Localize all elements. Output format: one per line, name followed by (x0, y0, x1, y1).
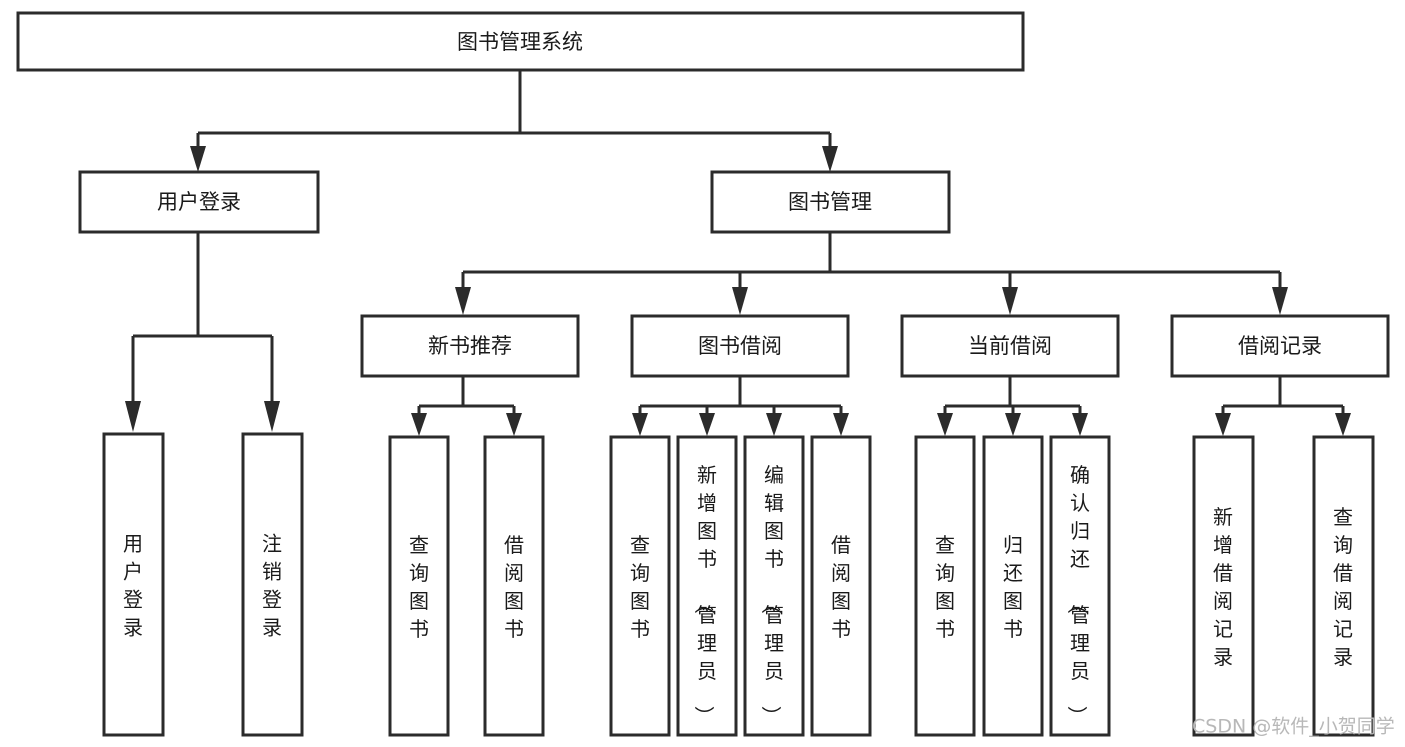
arrowhead-new-book-rec (455, 287, 471, 315)
arrowhead-leaf-query-record (1335, 413, 1351, 436)
leaf-edit-book[interactable]: 编辑图书（管理员） (743, 435, 805, 737)
node-book-manage[interactable]: 图书管理 (710, 170, 951, 234)
leaf-logout-box[interactable] (241, 432, 304, 737)
arrowhead-leaf-user-login (125, 401, 141, 432)
leaf-user-login[interactable]: 用户登录 (102, 432, 165, 737)
leaf-add-book-box[interactable] (676, 435, 738, 737)
node-borrow-record[interactable]: 借阅记录 (1170, 314, 1390, 378)
arrowhead-leaf-query-book-3 (937, 413, 953, 436)
leaf-borrow-book-1-label: 借阅图书 (504, 533, 524, 641)
arrowhead-leaf-borrow-book-2 (833, 413, 849, 436)
leaf-query-record[interactable]: 查询借阅记录 (1312, 435, 1375, 737)
leaf-borrow-book-2[interactable]: 借阅图书 (810, 435, 872, 737)
leaf-query-book-1[interactable]: 查询图书 (388, 435, 450, 737)
leaf-user-login-label: 用户登录 (123, 531, 143, 639)
leaf-borrow-book-1-box[interactable] (483, 435, 545, 737)
arrowhead-leaf-logout (264, 401, 280, 432)
arrowhead-leaf-add-book (699, 413, 715, 436)
leaf-query-book-3-box[interactable] (914, 435, 976, 737)
connectors-layer (125, 70, 1351, 436)
leaf-add-record-box[interactable] (1192, 435, 1255, 737)
leaf-borrow-book-2-box[interactable] (810, 435, 872, 737)
node-root[interactable]: 图书管理系统 (16, 11, 1025, 72)
leaf-query-book-1-box[interactable] (388, 435, 450, 737)
node-borrow-record-box[interactable] (1170, 314, 1390, 378)
arrowhead-leaf-query-book-1 (411, 413, 427, 436)
node-book-borrow-box[interactable] (630, 314, 850, 378)
leaf-borrow-book-2-label: 借阅图书 (831, 533, 851, 641)
node-user-login-box[interactable] (78, 170, 320, 234)
leaf-confirm-return[interactable]: 确认归还（管理员） (1049, 435, 1111, 737)
csdn-watermark: CSDN @软件_小贺同学 (1192, 716, 1395, 738)
arrowhead-leaf-query-book-2 (632, 413, 648, 436)
node-current-borrow-box[interactable] (900, 314, 1120, 378)
leaf-query-book-3-label: 查询图书 (935, 533, 955, 641)
node-book-borrow[interactable]: 图书借阅 (630, 314, 850, 378)
arrowhead-leaf-return-book (1005, 413, 1021, 436)
leaf-query-book-2-box[interactable] (609, 435, 671, 737)
leaf-logout-label: 注销登录 (262, 531, 282, 639)
leaf-return-book-box[interactable] (982, 435, 1044, 737)
leaf-query-book-1-label: 查询图书 (409, 533, 429, 641)
arrowhead-leaf-add-record (1215, 413, 1231, 436)
node-user-login-label: 用户登录 (157, 190, 241, 214)
leaf-return-book[interactable]: 归还图书 (982, 435, 1044, 737)
node-current-borrow[interactable]: 当前借阅 (900, 314, 1120, 378)
leaf-return-book-label: 归还图书 (1003, 533, 1023, 641)
leaf-query-book-2-label: 查询图书 (630, 533, 650, 641)
leaf-query-record-box[interactable] (1312, 435, 1375, 737)
node-book-manage-label: 图书管理 (788, 190, 872, 214)
leaf-edit-book-label: 编辑图书（管理员） (759, 463, 784, 726)
arrowhead-book-manage (822, 146, 838, 172)
node-book-borrow-label: 图书借阅 (698, 334, 782, 358)
arrowhead-borrow-record (1272, 287, 1288, 315)
node-book-manage-box[interactable] (710, 170, 951, 234)
leaf-query-book-2[interactable]: 查询图书 (609, 435, 671, 737)
leaf-edit-book-box[interactable] (743, 435, 805, 737)
node-borrow-record-label: 借阅记录 (1238, 334, 1322, 358)
leaf-query-record-label: 查询借阅记录 (1333, 505, 1353, 669)
leaf-logout[interactable]: 注销登录 (241, 432, 304, 737)
leaf-confirm-return-label: 确认归还（管理员） (1065, 463, 1090, 726)
node-current-borrow-label: 当前借阅 (968, 334, 1052, 358)
leaf-borrow-book-1[interactable]: 借阅图书 (483, 435, 545, 737)
leaf-user-login-box[interactable] (102, 432, 165, 737)
node-new-book-rec-box[interactable] (360, 314, 580, 378)
arrowhead-leaf-edit-book (766, 413, 782, 436)
node-user-login[interactable]: 用户登录 (78, 170, 320, 234)
leaf-confirm-return-box[interactable] (1049, 435, 1111, 737)
leaf-add-record[interactable]: 新增借阅记录 (1192, 435, 1255, 737)
node-new-book-rec-label: 新书推荐 (428, 334, 512, 358)
arrowhead-book-borrow (732, 287, 748, 315)
node-new-book-rec[interactable]: 新书推荐 (360, 314, 580, 378)
arrowhead-current-borrow (1002, 287, 1018, 315)
leaf-add-book[interactable]: 新增图书（管理员） (676, 435, 738, 737)
leaf-add-record-label: 新增借阅记录 (1213, 505, 1233, 669)
arrowhead-user-login (190, 146, 206, 172)
node-root-box[interactable] (16, 11, 1025, 72)
leaf-query-book-3[interactable]: 查询图书 (914, 435, 976, 737)
node-root-label: 图书管理系统 (457, 30, 583, 54)
leaf-add-book-label: 新增图书（管理员） (692, 463, 717, 726)
arrowhead-leaf-confirm-return (1072, 413, 1088, 436)
arrowhead-leaf-borrow-book-1 (506, 413, 522, 436)
